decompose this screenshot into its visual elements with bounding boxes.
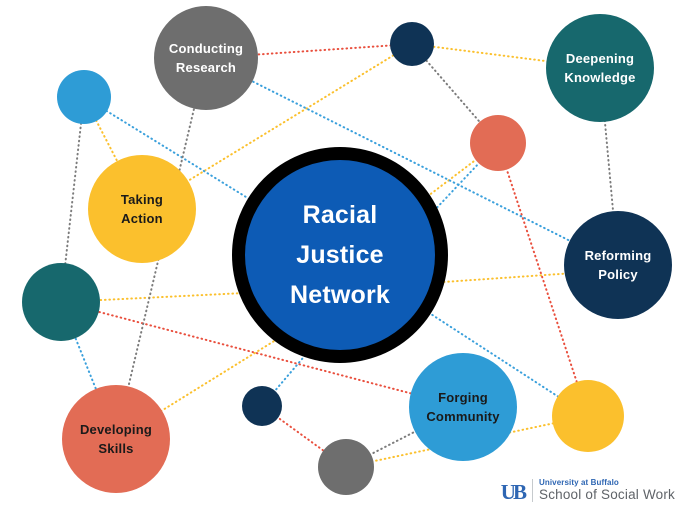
logo-school-name: School of Social Work xyxy=(538,487,675,503)
node-dot-gray-bottom xyxy=(318,439,374,495)
link-red-2 xyxy=(60,301,464,408)
node-label-line: Justice xyxy=(296,241,384,269)
logo-university-name: University at Buffalo xyxy=(538,478,619,488)
node-label-line: Network xyxy=(289,281,391,309)
link-blue-13 xyxy=(205,57,619,266)
node-dot-navy-bottom xyxy=(242,386,282,426)
node-label-line: Racial xyxy=(302,201,378,229)
link-blue-14 xyxy=(429,142,499,216)
node-label-line: Research xyxy=(175,60,237,75)
link-blue-17 xyxy=(261,351,309,407)
node-label-line: Forging xyxy=(438,390,488,405)
node-label-line: Knowledge xyxy=(564,70,636,85)
node-label-line: Taking xyxy=(120,192,164,207)
logo-divider xyxy=(531,479,533,503)
node-dot-navy-top xyxy=(390,22,434,66)
node-label-line: Policy xyxy=(598,267,638,282)
logo-text: University at Buffalo School of Social W… xyxy=(539,478,675,503)
link-gray-18 xyxy=(115,57,207,440)
node-label-line: Deepening xyxy=(565,51,635,66)
node-label-line: Action xyxy=(121,211,163,226)
node-dot-coral-right xyxy=(470,115,526,171)
node-label-line: Conducting xyxy=(168,41,244,56)
node-label-line: Community xyxy=(426,409,500,424)
node-label-line: Reforming xyxy=(584,248,652,263)
node-dot-teal-left xyxy=(22,263,100,341)
node-dot-lightblue-topleft xyxy=(57,70,111,124)
school-logo: UB University at Buffalo School of Socia… xyxy=(501,478,675,503)
node-label-line: Developing xyxy=(79,422,153,437)
ub-monogram-icon: UB xyxy=(500,480,527,505)
node-dot-yellow-right xyxy=(552,380,624,452)
link-red-1 xyxy=(497,142,589,417)
node-label-line: Skills xyxy=(98,441,134,456)
